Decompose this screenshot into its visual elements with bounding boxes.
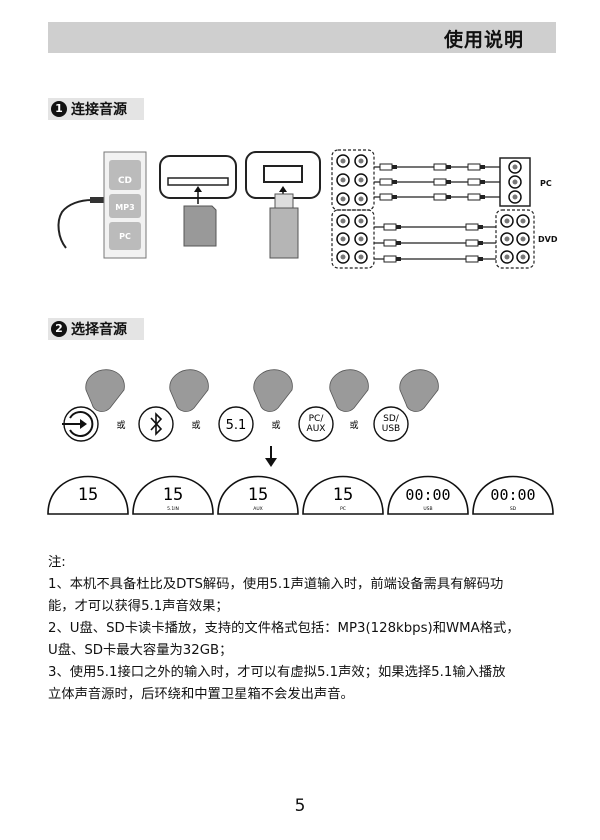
button-label: PC/ xyxy=(309,414,325,424)
note-line: 立体声音源时，后环绕和中置卫星箱不会发出声音。 xyxy=(48,687,354,702)
section-number: 2 xyxy=(51,321,67,337)
display-outline xyxy=(472,475,554,515)
display-label: PC xyxy=(340,506,346,512)
display-outline xyxy=(132,475,214,515)
or-text: 或 xyxy=(271,419,280,431)
display-value: 00:00 xyxy=(490,486,535,504)
media-card-panel: CD MP3 PC xyxy=(103,151,147,259)
display-outline xyxy=(302,475,384,515)
note-line: 1、本机不具备杜比及DTS解码，使用5.1声道输入时，前端设备需具有解码功 xyxy=(48,577,504,592)
note-line: 3、使用5.1接口之外的输入时，才可以有虚拟5.1声效；如果选择5.1输入播放 xyxy=(48,665,506,680)
section-heading-connect: 1 连接音源 xyxy=(48,98,144,120)
card-label-cd: CD xyxy=(118,176,132,186)
page-title: 使用说明 xyxy=(443,29,524,51)
button-label: AUX xyxy=(307,424,326,434)
note-line: 2、U盘、SD卡读卡播放，支持的文件格式包括：MP3(128kbps)和WMA格… xyxy=(48,621,520,636)
input-icon xyxy=(62,411,94,437)
dvd-label: DVD xyxy=(538,235,558,244)
display-label: SD xyxy=(510,506,517,512)
rca-connection-dvd: DVD xyxy=(331,209,558,269)
usb-slot-illustration xyxy=(245,151,321,259)
card-label-mp3: MP3 xyxy=(115,203,134,212)
button-label: 5.1 xyxy=(226,418,247,433)
section-label: 连接音源 xyxy=(71,102,127,118)
display-outline xyxy=(217,475,299,515)
sd-card-slot-illustration xyxy=(159,155,237,247)
display-label: USB xyxy=(423,506,432,512)
display-outline xyxy=(47,475,129,515)
note-line: 注: xyxy=(48,555,66,570)
page-number: 5 xyxy=(294,796,306,816)
note-line: 能，才可以获得5.1声音效果； xyxy=(48,599,229,614)
card-label-pc: PC xyxy=(119,232,131,241)
display-value: 00:00 xyxy=(405,486,450,504)
display-panel: 15 xyxy=(47,475,129,515)
display-label: 5.1IN xyxy=(167,506,179,512)
surround-51-button[interactable]: 5.1 xyxy=(218,406,254,442)
display-label: AUX xyxy=(253,506,262,512)
section-number: 1 xyxy=(51,101,67,117)
display-outline xyxy=(387,475,469,515)
display-value: 15 xyxy=(78,485,98,505)
audio-cable xyxy=(57,197,104,249)
or-text: 或 xyxy=(349,419,358,431)
section-label: 选择音源 xyxy=(71,322,127,338)
illustration: CD MP3 PC PC xyxy=(47,149,558,515)
display-value: 15 xyxy=(163,485,183,505)
section-heading-select: 2 选择音源 xyxy=(48,318,144,340)
or-text: 或 xyxy=(191,419,200,431)
pc-aux-button[interactable]: PC/ AUX xyxy=(298,406,334,442)
bluetooth-source-button[interactable] xyxy=(138,406,174,442)
bluetooth-icon xyxy=(150,412,163,436)
button-label: SD/ xyxy=(383,414,400,424)
note-line: U盘、SD卡最大容量为32GB； xyxy=(48,643,233,658)
notes: 注: 1、本机不具备杜比及DTS解码，使用5.1声道输入时，前端设备需具有解码功… xyxy=(48,552,560,706)
input-source-button[interactable] xyxy=(62,406,99,442)
display-value: 15 xyxy=(248,485,268,505)
sd-usb-button[interactable]: SD/ USB xyxy=(373,406,409,442)
pc-label: PC xyxy=(540,179,552,188)
button-label: USB xyxy=(382,424,400,434)
header-bar: 使用说明 xyxy=(48,22,556,53)
display-panel: 155.1IN xyxy=(132,475,214,515)
display-value: 15 xyxy=(333,485,353,505)
or-text: 或 xyxy=(116,419,125,431)
pressing-hand-icons xyxy=(85,369,439,412)
down-arrow-icon xyxy=(265,446,277,467)
rca-connection-pc: PC xyxy=(331,149,552,211)
source-buttons: 或 或 5.1 或 PC/ AUX 或 SD/ USB xyxy=(62,369,439,442)
